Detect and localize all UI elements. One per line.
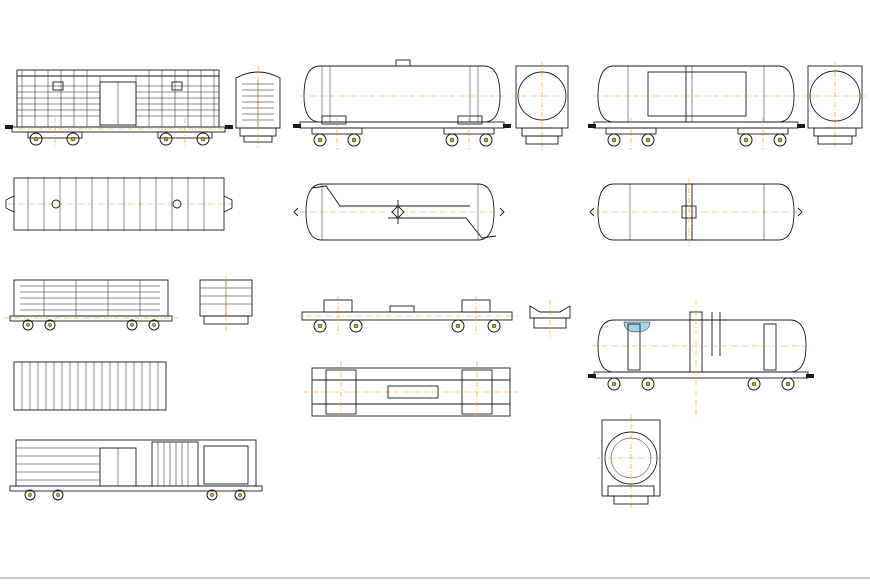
tank-wagon-side-a: [293, 59, 511, 150]
tank-wagon-end-b: [804, 62, 866, 150]
small-wagon-roof-plan: [13, 361, 167, 411]
small-wagon-end: [199, 276, 253, 332]
covered-wagon-side: [5, 69, 233, 148]
tank-wagon-top-plan-b: [589, 178, 803, 248]
tank-wagon-section: [588, 300, 814, 420]
tank-wagon-end-a: [512, 62, 572, 150]
small-wagon-side: [4, 279, 178, 331]
underframe-end: [529, 300, 571, 338]
tank-wagon-side-b: [588, 65, 805, 150]
covered-wagon-roof-plan: [5, 177, 233, 231]
covered-wagon-end: [235, 66, 281, 148]
insulated-wagon-side: [9, 439, 263, 501]
tank-wagon-end-c: [598, 414, 664, 508]
tank-wagon-top-plan-a: [293, 183, 505, 241]
underframe-plan: [304, 362, 518, 422]
flat-underframe-side: [296, 296, 518, 336]
